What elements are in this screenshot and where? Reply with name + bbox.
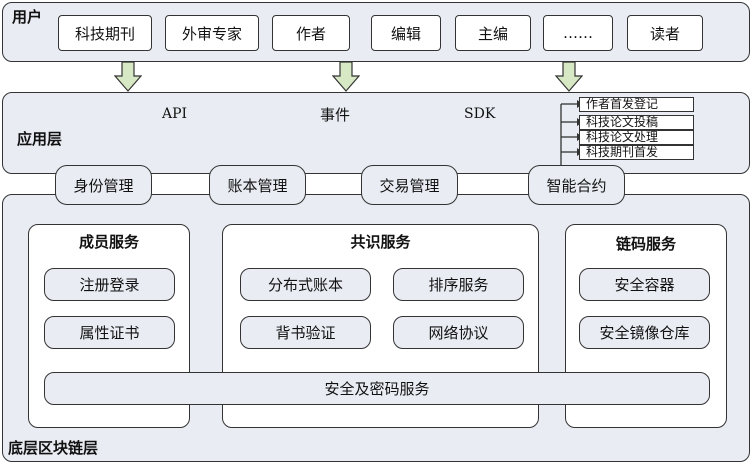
member-service-title: 成员服务 xyxy=(78,233,139,251)
user-role-reader: 读者 xyxy=(627,15,703,51)
chaincode-service-title: 链码服务 xyxy=(615,235,676,253)
interface-api: API xyxy=(162,106,188,122)
user-role-journal: 科技期刊 xyxy=(58,15,152,51)
user-role-author: 作者 xyxy=(272,15,350,51)
contract-function-4: 科技期刊首发 xyxy=(579,145,694,160)
down-arrow-icon xyxy=(555,62,583,92)
ordering-service: 排序服务 xyxy=(393,268,524,301)
smart-contract: 智能合约 xyxy=(528,165,625,205)
secure-image-registry: 安全镜像仓库 xyxy=(579,316,710,349)
identity-management: 身份管理 xyxy=(55,165,152,205)
security-crypto-service: 安全及密码服务 xyxy=(44,372,710,405)
contract-function-1: 作者首发登记 xyxy=(579,97,694,112)
user-role-ellipsis: …… xyxy=(543,15,613,51)
users-label: 用户 xyxy=(12,8,43,26)
user-role-reviewer: 外审专家 xyxy=(165,15,259,51)
transaction-management: 交易管理 xyxy=(361,165,458,205)
network-protocol: 网络协议 xyxy=(393,316,524,349)
contract-function-3: 科技论文处理 xyxy=(579,130,694,145)
interface-sdk: SDK xyxy=(464,106,496,122)
interface-event: 事件 xyxy=(320,106,351,124)
distributed-ledger: 分布式账本 xyxy=(240,268,371,301)
contract-function-2: 科技论文投稿 xyxy=(579,115,694,130)
consensus-service-title: 共识服务 xyxy=(350,233,411,251)
app-layer-label: 应用层 xyxy=(17,130,63,148)
secure-container: 安全容器 xyxy=(579,268,710,301)
down-arrow-icon xyxy=(114,62,142,92)
attribute-certificate: 属性证书 xyxy=(44,316,175,349)
register-login: 注册登录 xyxy=(44,268,175,301)
ledger-management: 账本管理 xyxy=(209,165,306,205)
base-layer-label: 底层区块链层 xyxy=(8,439,99,457)
user-role-chief-editor: 主编 xyxy=(455,15,531,51)
down-arrow-icon xyxy=(332,62,360,92)
user-role-editor: 编辑 xyxy=(371,15,441,51)
endorsement-validation: 背书验证 xyxy=(240,316,371,349)
